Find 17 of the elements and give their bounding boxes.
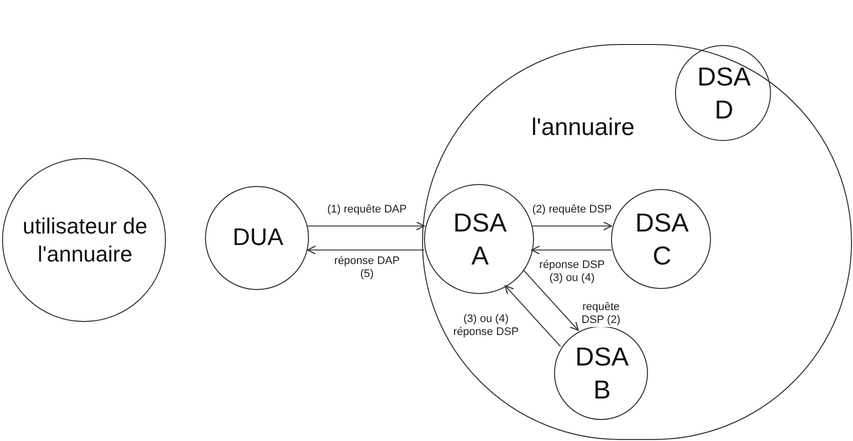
edge-label: (2) requête DSP xyxy=(532,204,612,216)
arrow xyxy=(504,285,561,347)
node-label: DSA A xyxy=(452,206,508,272)
edge-label: (3) ou (4) réponse DSP xyxy=(453,313,519,339)
node-label: DSA D xyxy=(696,60,752,126)
arrow xyxy=(522,269,579,331)
node-label: DSA B xyxy=(574,340,630,406)
arrow xyxy=(532,221,612,231)
arrow xyxy=(308,221,425,231)
node-label: DUA xyxy=(232,223,284,253)
node-label: l'annuaire xyxy=(530,113,636,143)
edge-label: (1) requête DAP xyxy=(327,204,407,216)
edge-label: réponse DSP (3) ou (4) xyxy=(537,259,607,285)
arrow xyxy=(307,245,424,255)
node-label: DSA C xyxy=(634,206,690,272)
arrow xyxy=(531,245,612,255)
node-label: utilisateur de l'annuaire xyxy=(22,212,148,268)
